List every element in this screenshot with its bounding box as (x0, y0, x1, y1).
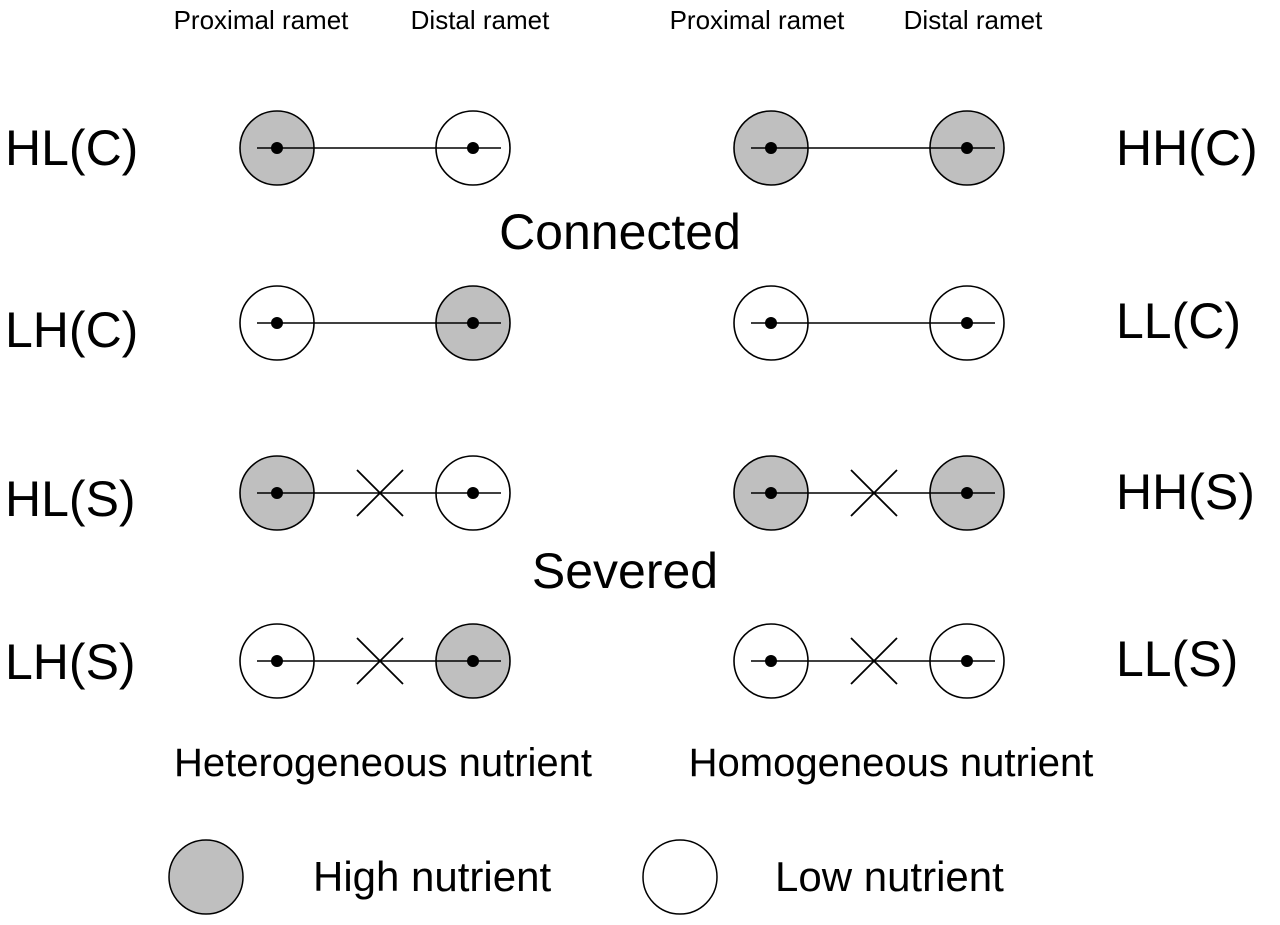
distal-ramet-node (961, 487, 973, 499)
treatment-label-hh-c: HH(C) (1116, 120, 1258, 176)
treatment-label-hh-s: HH(S) (1116, 464, 1255, 520)
proximal-ramet-node (765, 317, 777, 329)
legend-high-circle (168, 839, 244, 915)
ramet-pair-lh-c (239, 285, 511, 361)
ramet-pair-hh-c (733, 110, 1005, 186)
distal-ramet-node (961, 142, 973, 154)
homogeneous-nutrient-label: Homogeneous nutrient (688, 741, 1094, 785)
ramet-pair-lh-s (239, 623, 511, 699)
proximal-ramet-node (271, 487, 283, 499)
treatment-label-lh-s: LH(S) (5, 634, 136, 690)
treatment-label-lh-c: LH(C) (5, 302, 139, 358)
distal-ramet-node (467, 487, 479, 499)
treatment-label-ll-s: LL(S) (1116, 631, 1239, 687)
legend-marks (168, 839, 718, 915)
treatment-label-hl-c: HL(C) (5, 120, 139, 176)
sever-mark-b (850, 637, 898, 685)
left-proximal-header: Proximal ramet (173, 5, 349, 35)
sever-mark-b (850, 469, 898, 517)
distal-ramet-node (961, 317, 973, 329)
sever-mark-b (356, 469, 404, 517)
ramet-pair-hh-s (733, 455, 1005, 531)
right-distal-header: Distal ramet (903, 5, 1043, 35)
ramet-pair-hl-c (239, 110, 511, 186)
distal-ramet-node (467, 655, 479, 667)
proximal-ramet-node (765, 487, 777, 499)
heterogeneous-nutrient-label: Heterogeneous nutrient (173, 741, 593, 785)
legend-low-label: Low nutrient (775, 853, 1004, 900)
ramet-pair-ll-s (733, 623, 1005, 699)
ramet-pair-ll-c (733, 285, 1005, 361)
proximal-ramet-node (765, 655, 777, 667)
proximal-ramet-node (271, 142, 283, 154)
legend-high-label: High nutrient (313, 853, 552, 900)
proximal-ramet-node (271, 317, 283, 329)
group-label-connected: Connected (499, 204, 741, 260)
ramet-pair-hl-s (239, 455, 511, 531)
proximal-ramet-node (765, 142, 777, 154)
treatment-label-ll-c: LL(C) (1116, 293, 1242, 349)
distal-ramet-node (961, 655, 973, 667)
distal-ramet-node (467, 317, 479, 329)
treatment-label-hl-s: HL(S) (5, 471, 136, 527)
left-distal-header: Distal ramet (410, 5, 550, 35)
right-proximal-header: Proximal ramet (669, 5, 845, 35)
distal-ramet-node (467, 142, 479, 154)
legend-low-circle (642, 839, 718, 915)
sever-mark-b (356, 637, 404, 685)
ramet-pairs (239, 110, 1005, 699)
proximal-ramet-node (271, 655, 283, 667)
group-label-severed: Severed (531, 543, 719, 599)
